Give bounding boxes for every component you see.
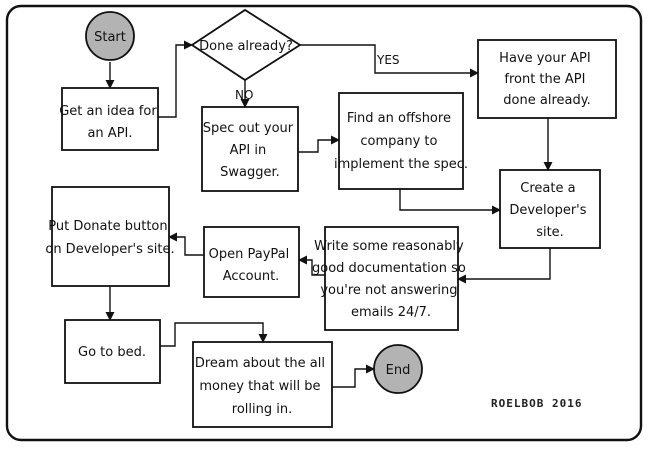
idea-node	[61, 87, 159, 151]
decision-label: Done already?	[199, 39, 293, 54]
docs-label: Write some reasonably good documentation…	[312, 239, 470, 320]
offshore-label: Find an offshore company to implement th…	[334, 111, 468, 172]
front-line-2: front the API	[504, 72, 585, 87]
idea-line-1: Get an idea for	[59, 104, 157, 119]
edge-docs-paypal	[298, 255, 325, 276]
donate-node	[51, 186, 170, 287]
edge-spec-offshore	[298, 135, 340, 153]
start-label: Start	[94, 30, 126, 45]
edge-idea-decision	[158, 40, 193, 118]
docs-node	[324, 226, 459, 331]
end-node	[373, 344, 423, 394]
dream-label: Dream about the all money that will be r…	[195, 356, 329, 417]
docs-line-1: Write some reasonably	[314, 239, 464, 254]
offshore-line-1: Find an offshore	[347, 111, 451, 126]
paypal-line-2: Account.	[223, 269, 280, 284]
decision-node	[190, 8, 302, 82]
spec-line-3: Swagger.	[220, 165, 280, 180]
paypal-node	[203, 226, 300, 298]
offshore-line-3: implement the spec.	[334, 157, 468, 172]
front-node	[477, 39, 617, 119]
dream-line-3: rolling in.	[232, 402, 292, 417]
edge-decision-front	[300, 44, 479, 78]
devsite-line-1: Create a	[520, 181, 575, 196]
spec-node	[201, 106, 299, 192]
edge-paypal-donate	[168, 232, 204, 256]
devsite-line-2: Developer's	[509, 203, 586, 218]
edge-dream-end	[332, 364, 375, 388]
start-node	[85, 11, 135, 61]
docs-line-4: emails 24/7.	[351, 305, 431, 320]
spec-label: Spec out your API in Swagger.	[203, 121, 298, 180]
bed-node	[64, 319, 161, 384]
donate-line-2: on Developer's site.	[45, 242, 174, 257]
front-line-3: done already.	[503, 93, 590, 108]
offshore-node	[338, 92, 464, 190]
spec-line-2: API in	[230, 143, 267, 158]
docs-line-3: you're not answering	[320, 283, 457, 298]
label-no: NO	[235, 88, 253, 102]
edge-devsite-docs	[457, 248, 551, 284]
dream-node	[192, 341, 333, 428]
front-line-1: Have your API	[499, 51, 591, 66]
label-yes: YES	[376, 53, 400, 67]
spec-line-1: Spec out your	[203, 121, 294, 136]
idea-line-2: an API.	[87, 126, 132, 141]
devsite-node	[499, 169, 601, 249]
paypal-line-1: Open PayPal	[209, 247, 290, 262]
front-label: Have your API front the API done already…	[499, 51, 595, 108]
edge-bed-dream	[160, 322, 268, 347]
paypal-label: Open PayPal Account.	[209, 247, 294, 284]
donate-line-1: Put Donate button	[48, 219, 167, 234]
devsite-line-3: site.	[536, 225, 564, 240]
bed-label: Go to bed.	[78, 345, 146, 360]
edge-offshore-devsite	[399, 189, 501, 215]
docs-line-2: good documentation so	[312, 261, 466, 276]
signature: ROELBOB 2016	[491, 397, 582, 410]
dream-line-1: Dream about the all	[195, 356, 325, 371]
donate-label: Put Donate button on Developer's site.	[45, 219, 174, 257]
offshore-line-2: company to	[360, 134, 437, 149]
idea-label: Get an idea for an API.	[59, 104, 161, 141]
end-label: End	[386, 363, 411, 378]
dream-line-2: money that will be	[199, 379, 320, 394]
devsite-label: Create a Developer's site.	[509, 181, 590, 240]
